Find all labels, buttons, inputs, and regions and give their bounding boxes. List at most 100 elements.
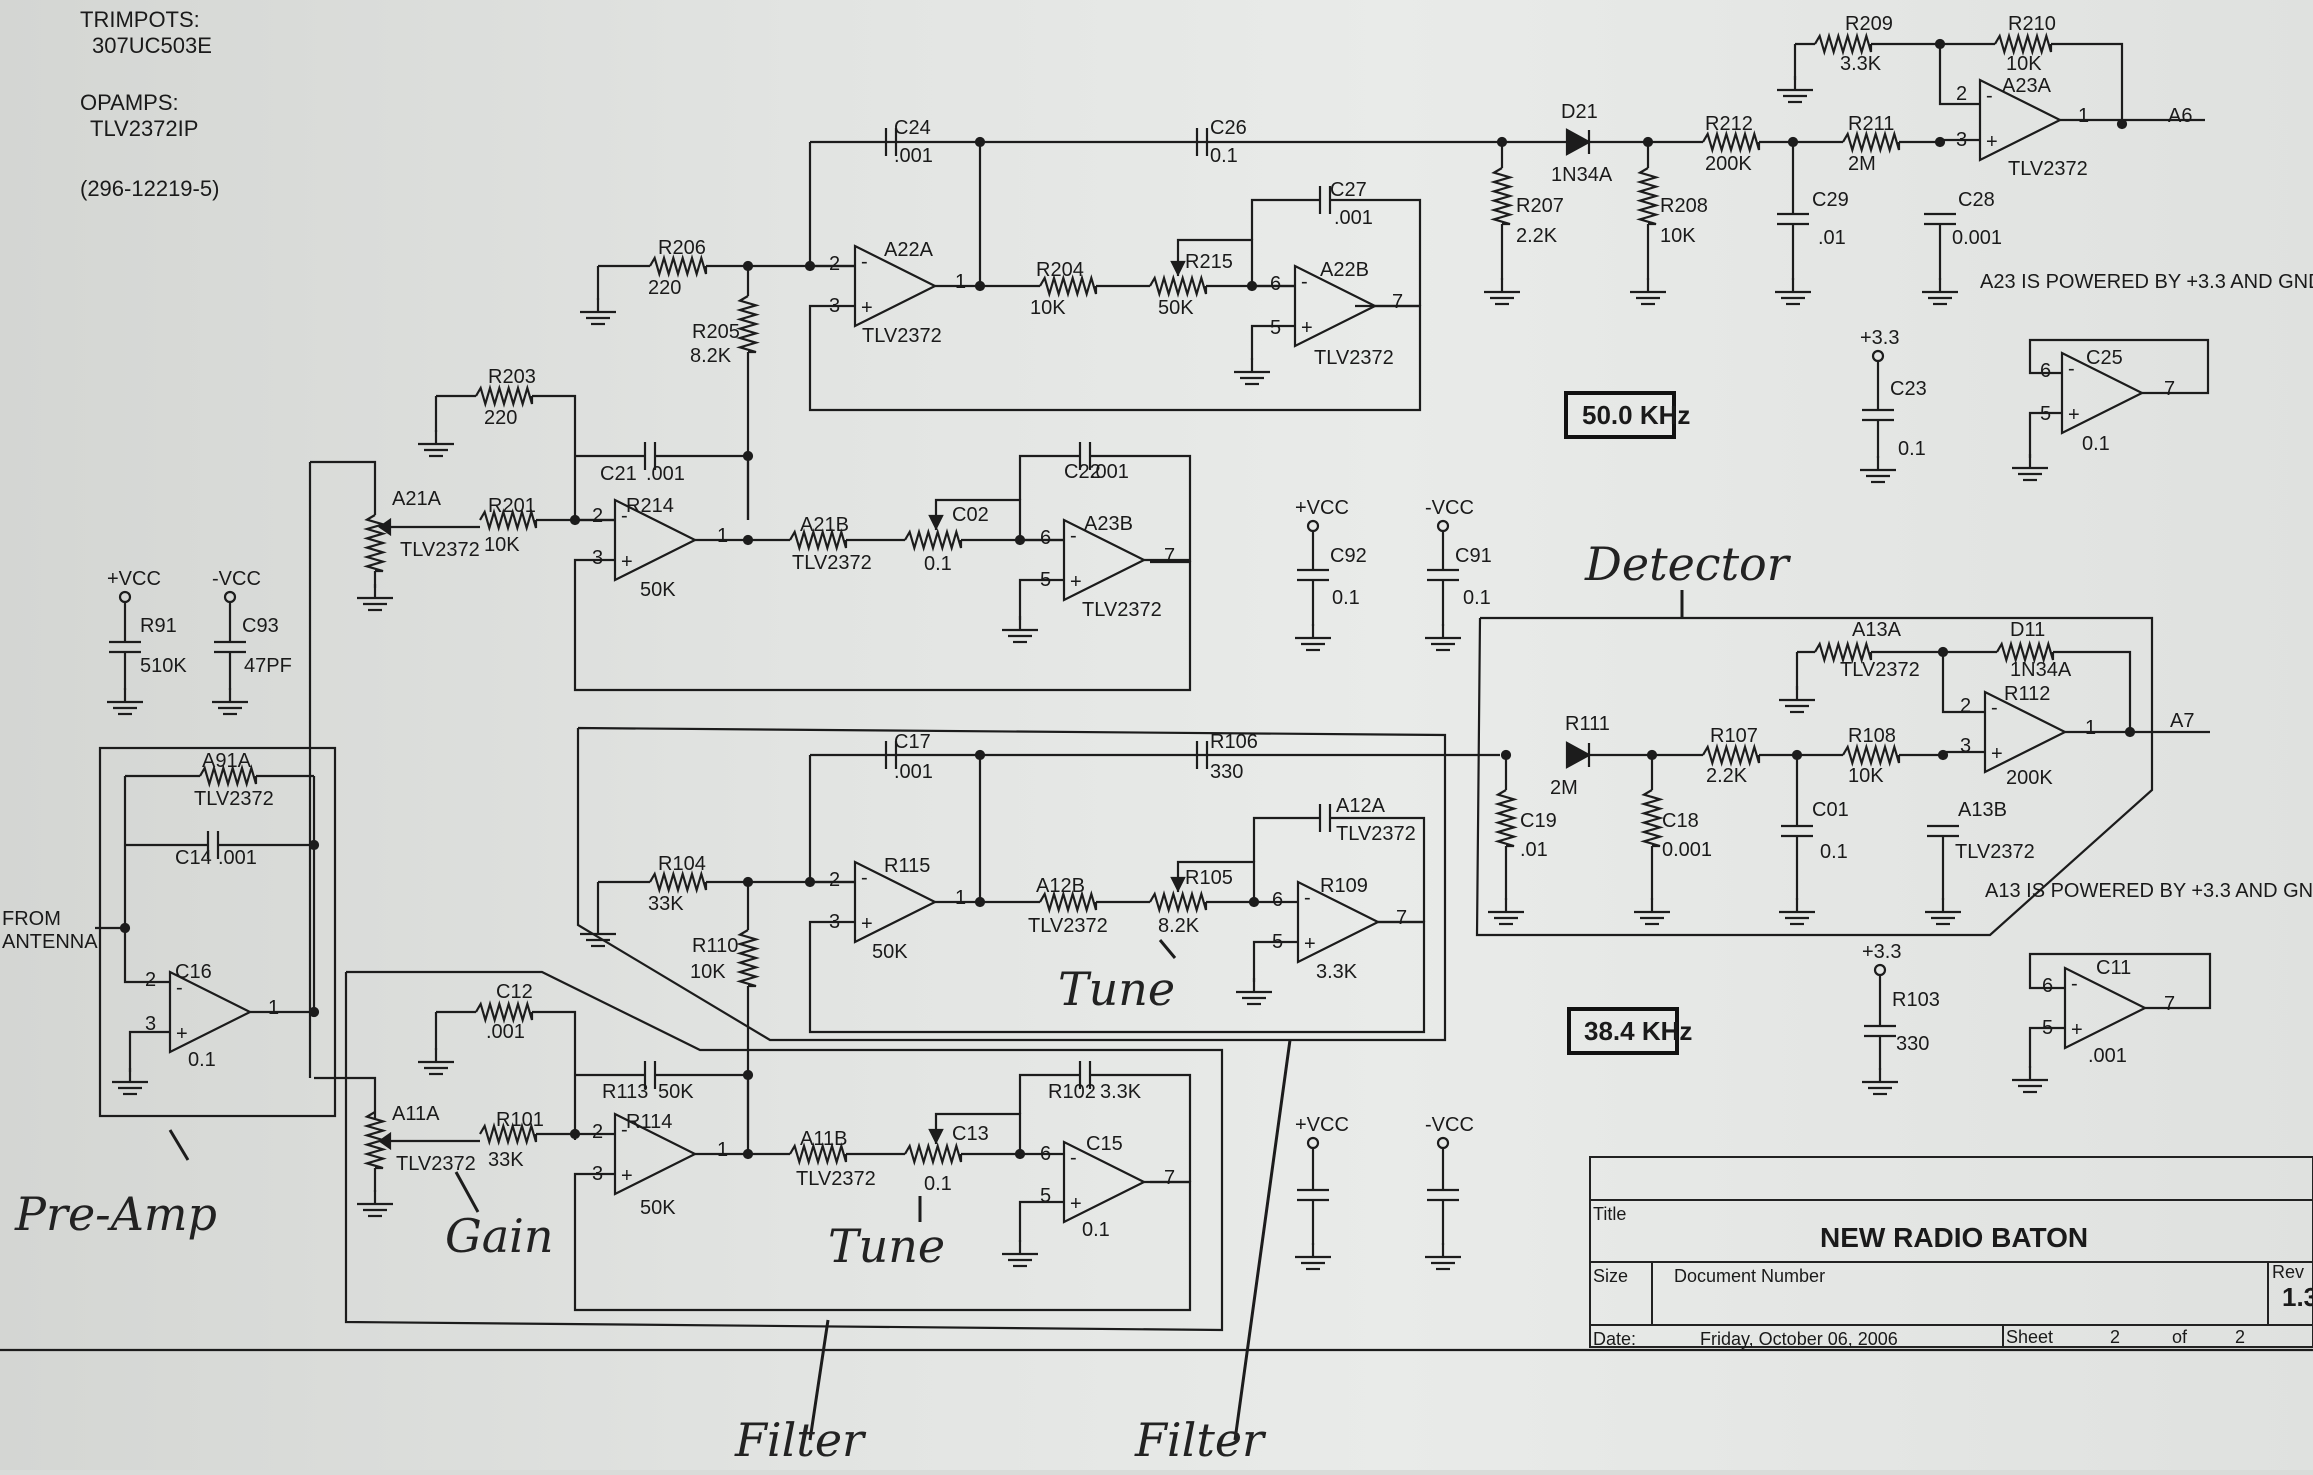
- tb-rev-label: Rev: [2272, 1262, 2304, 1282]
- rail-vee-b: -VCC: [1425, 497, 1474, 519]
- ref-label: R105: [1185, 867, 1233, 889]
- trimpots-label: TRIMPOTS:: [80, 7, 200, 32]
- rail-vcc-c: +VCC: [1295, 1114, 1349, 1136]
- value-label: TLV2372: [194, 788, 274, 810]
- opamps-part: TLV2372IP: [90, 116, 198, 141]
- tb-sheet-label: Sheet: [2006, 1327, 2053, 1347]
- value-label: .01: [1520, 839, 1548, 861]
- ref-label: C12: [496, 981, 533, 1003]
- ref-label: C23: [1890, 378, 1927, 400]
- resistor: [1814, 640, 1873, 664]
- resistor: [1490, 167, 1514, 226]
- value-label: 47PF: [244, 655, 292, 677]
- rail-plus33-b: +3.3: [1862, 941, 1901, 963]
- annotation-arrow: [1158, 939, 1177, 959]
- opamp-a91a: [168, 970, 253, 1054]
- wire: [573, 558, 1192, 692]
- wiper-arrow: [928, 514, 944, 531]
- ref-label: R211: [1848, 113, 1894, 135]
- tb-date: Friday, October 06, 2006: [1700, 1329, 1898, 1349]
- opamp-a11b: [1062, 1140, 1147, 1224]
- pin-number: 6: [2042, 975, 2053, 997]
- opamp-minus: -: [1301, 271, 1308, 293]
- value-label: 50K: [640, 1197, 676, 1219]
- title-block: [1589, 1156, 2313, 1348]
- ref-label: C24: [894, 117, 931, 139]
- opamp-a12b: [1296, 880, 1381, 964]
- opamp-plus: +: [861, 913, 873, 935]
- rail-vee-a: -VCC: [212, 568, 261, 590]
- ref-label: R208: [1660, 195, 1708, 217]
- value-label: .001: [894, 145, 933, 167]
- ref-label: D11: [2010, 619, 2045, 641]
- wire: [808, 142, 855, 268]
- handwritten-preamp: Pre-Amp: [14, 1187, 217, 1241]
- ref-label: C19: [1520, 810, 1557, 832]
- junction-dot: [804, 876, 816, 888]
- value-label: 2M: [1848, 153, 1876, 175]
- resistor: [363, 514, 387, 573]
- ref-label: R110: [692, 935, 738, 957]
- resistor: [363, 1111, 387, 1170]
- resistor: [479, 508, 538, 532]
- rail-vcc-b: +VCC: [1295, 497, 1349, 519]
- opamp-minus: -: [861, 867, 868, 889]
- supply-terminal: [1871, 349, 1885, 363]
- value-label: 0.1: [2082, 433, 2110, 455]
- supply-terminal: [1873, 963, 1887, 977]
- value-label: 0.1: [1332, 587, 1360, 609]
- value-label: 10K: [484, 534, 520, 556]
- ref-label: R106: [1210, 731, 1258, 753]
- pin-number: 1: [717, 525, 728, 547]
- diode: [1565, 128, 1592, 156]
- ref-label: C91: [1455, 545, 1492, 567]
- resistor: [736, 295, 760, 354]
- ref-label: C17: [894, 731, 931, 753]
- opamps-label: OPAMPS:: [80, 90, 179, 115]
- supply-terminal: [1306, 1136, 1320, 1150]
- ref-label: A11B: [800, 1128, 847, 1150]
- resistor: [475, 1000, 534, 1024]
- resistor: [789, 1142, 848, 1166]
- wire: [1871, 42, 1980, 106]
- pin-number: 2: [145, 969, 156, 991]
- tb-title-label: Title: [1593, 1204, 1626, 1224]
- value-label: 510K: [140, 655, 187, 677]
- resistor: [1039, 890, 1098, 914]
- handwritten-tune-upper: Tune: [1058, 962, 1175, 1016]
- handwritten-filter-right: Filter: [1134, 1413, 1267, 1467]
- value-label: .001: [486, 1021, 525, 1043]
- opamp-minus: -: [2068, 358, 2075, 380]
- ref-label: C21: [600, 463, 637, 485]
- junction-dot: [742, 1148, 754, 1160]
- ref-label: R201: [488, 495, 536, 517]
- wire: [1899, 140, 1942, 144]
- opamp-a23a: [1978, 78, 2063, 162]
- supply-terminal: [1306, 519, 1320, 533]
- pin-number: 2: [829, 869, 840, 891]
- input-label-from: FROM: [2, 908, 61, 930]
- opamp-plus: +: [861, 297, 873, 319]
- pin-number: 3: [829, 911, 840, 933]
- freq-box-lower: [1567, 1007, 1679, 1055]
- ref-label: R206: [658, 237, 706, 259]
- wire: [1090, 454, 1192, 562]
- wire: [1090, 1073, 1192, 1182]
- value-label: 0.1: [1898, 438, 1926, 460]
- value-label: TLV2372: [400, 539, 480, 561]
- pin-number: 7: [1164, 545, 1175, 567]
- value-label: 8.2K: [690, 345, 732, 367]
- handwritten-detector: Detector: [1584, 537, 1792, 591]
- tb-sheet-total: 2: [2235, 1327, 2245, 1347]
- wire: [2028, 952, 2212, 1010]
- junction-dot: [742, 450, 754, 462]
- value-label: .001: [2088, 1045, 2127, 1067]
- tb-size-label: Size: [1593, 1266, 1628, 1286]
- pin-number: 5: [1040, 1185, 1051, 1207]
- ref-label: C25: [2086, 347, 2123, 369]
- pin-number: 2: [592, 505, 603, 527]
- wire: [532, 1010, 577, 1140]
- a13-power-note: A13 IS POWERED BY +3.3 AND GND: [1985, 880, 2313, 902]
- opamp-a13a: [1983, 690, 2068, 774]
